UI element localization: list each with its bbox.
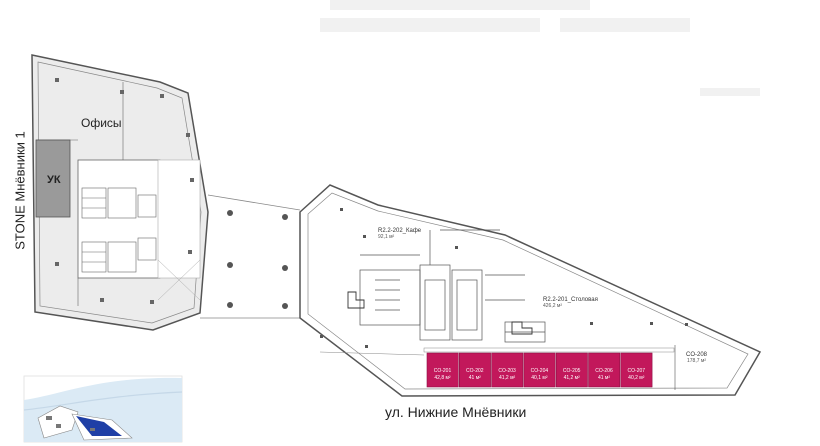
street-label-bottom: ул. Нижние Мнёвники xyxy=(385,404,527,420)
room-co208-name: CO-208 xyxy=(686,352,708,358)
uk-label: УК xyxy=(47,174,61,186)
unit-name: CO-206 xyxy=(595,368,613,374)
unit-area: 41 м² xyxy=(597,375,611,381)
unit-3[interactable] xyxy=(491,352,524,388)
units-group xyxy=(426,352,653,388)
room-cafe[interactable]: R2.2-202_Кафе 92,1 м² xyxy=(378,228,421,240)
left-building xyxy=(31,54,209,331)
unit-2[interactable] xyxy=(458,352,491,388)
uk-room[interactable] xyxy=(35,139,71,218)
room-cafe-area: 92,1 м² xyxy=(378,234,395,240)
selected-building-marker[interactable] xyxy=(76,416,122,436)
faded-background-text xyxy=(320,0,760,96)
unit-6[interactable] xyxy=(588,352,621,388)
unit-area: 41,2 м² xyxy=(498,375,516,381)
offices-label: Офисы xyxy=(81,116,122,130)
room-co208[interactable]: CO-208 178,7 м² xyxy=(686,352,707,364)
unit-name: CO-204 xyxy=(530,368,549,374)
unit-5[interactable] xyxy=(555,352,588,388)
unit-name: CO-203 xyxy=(498,368,516,374)
unit-area: 42,8 м² xyxy=(434,375,451,381)
unit-area: 41,2 м² xyxy=(563,375,580,381)
unit-1[interactable] xyxy=(426,352,459,388)
bridge xyxy=(200,194,302,319)
room-canteen-name: R2.2-201_Столовая xyxy=(543,297,598,303)
right-building xyxy=(299,184,762,397)
unit-4[interactable] xyxy=(523,352,556,388)
room-canteen[interactable]: R2.2-201_Столовая 426,2 м² xyxy=(543,297,598,309)
room-canteen-area: 426,2 м² xyxy=(543,303,563,309)
unit-7[interactable] xyxy=(620,352,653,388)
street-label-left: STONE Мнёвники 1 xyxy=(12,131,28,250)
unit-area: 40,1 м² xyxy=(531,375,548,381)
unit-name: CO-201 xyxy=(433,368,452,374)
room-cafe-name: R2.2-202_Кафе xyxy=(378,228,422,234)
unit-area: 41 м² xyxy=(468,375,481,381)
unit-area: 40,2 м² xyxy=(628,375,645,381)
unit-name: CO-207 xyxy=(627,368,646,374)
minimap[interactable] xyxy=(23,375,183,443)
room-co208-area: 178,7 м² xyxy=(687,358,707,364)
unit-name: CO-202 xyxy=(466,368,484,374)
unit-name: CO-205 xyxy=(562,368,581,374)
